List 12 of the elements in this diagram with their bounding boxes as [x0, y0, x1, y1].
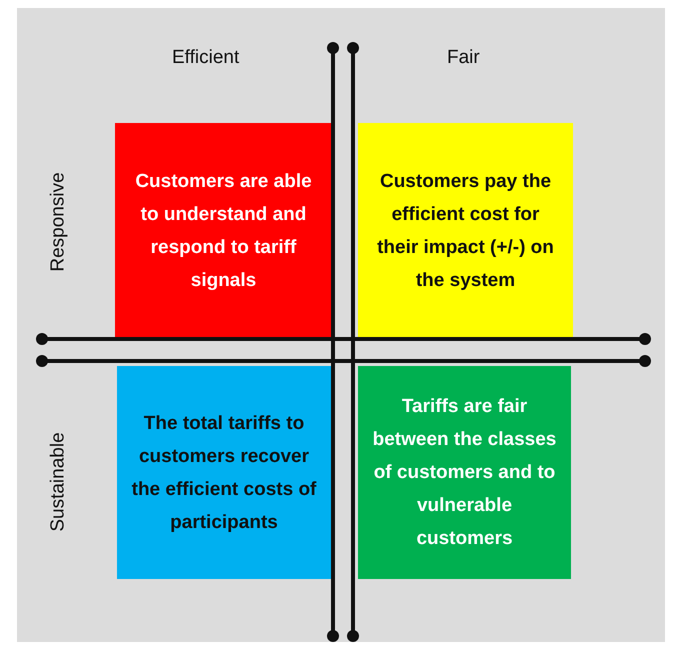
- axis-label: Sustainable: [47, 432, 70, 532]
- quadrant-text: The total tariffs to customers recover the efficient costs of participants: [131, 412, 317, 534]
- axis-label: Efficient: [172, 47, 240, 69]
- quadrant-text: Customers are able to understand and respond to tariff signals: [134, 170, 313, 293]
- quadrant-box: [358, 366, 571, 579]
- quadrant-box: [115, 123, 332, 339]
- quadrant-box: [358, 123, 573, 339]
- axis-label: Responsive: [47, 172, 70, 272]
- quadrant-box: [117, 366, 331, 579]
- quadrant-text: Customers pay the efficient cost for their impact (+/-) on the system: [376, 170, 555, 293]
- quadrant-text: Tariffs are fair between the classes of customers and to vulnerable customers: [372, 395, 557, 551]
- axis-label: Fair: [447, 47, 480, 69]
